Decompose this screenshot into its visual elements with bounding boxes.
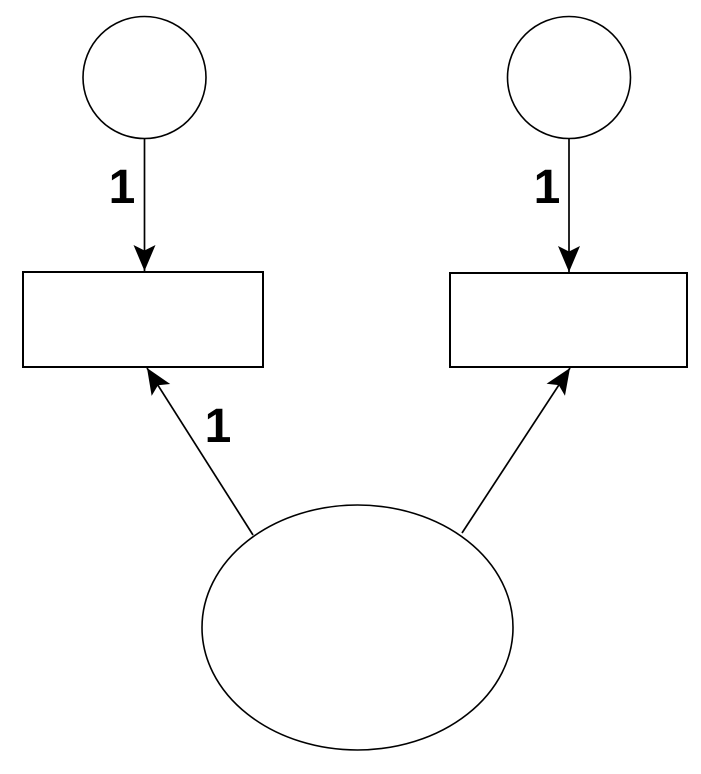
path-latent-to-indicator-right bbox=[461, 367, 571, 534]
edges-layer: 1 1 1 bbox=[109, 139, 580, 536]
latent-ellipse bbox=[201, 504, 514, 751]
nodes-layer bbox=[22, 15, 688, 751]
path-latent-to-indicator-left-label: 1 bbox=[205, 400, 232, 453]
indicator-rect-left bbox=[22, 271, 264, 368]
path-latent-to-indicator-left bbox=[146, 367, 254, 536]
path-error-right-to-indicator-right-label: 1 bbox=[534, 161, 561, 214]
error-circle-right bbox=[506, 15, 632, 140]
path-error-left-to-indicator-left-label: 1 bbox=[109, 161, 136, 214]
error-circle-left bbox=[82, 15, 207, 140]
indicator-rect-right bbox=[449, 272, 688, 368]
